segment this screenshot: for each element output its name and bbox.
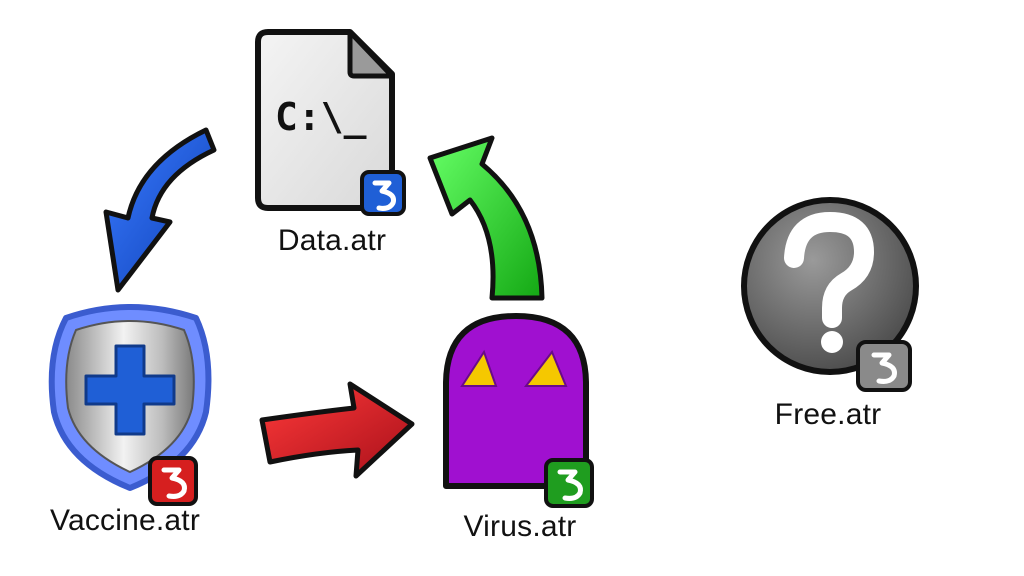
virus-file-label: Virus.atr bbox=[463, 510, 577, 543]
right-eye bbox=[523, 350, 568, 387]
vaccine-file-label: Vaccine.atr bbox=[49, 504, 201, 537]
ghost-icon bbox=[443, 313, 589, 489]
shield-plus-icon bbox=[48, 304, 212, 491]
free-file-label: Free.atr bbox=[774, 398, 882, 431]
document-icon: C:\_ bbox=[255, 29, 395, 211]
data-file-label: Data.atr bbox=[277, 224, 387, 257]
arrow-vaccine-to-virus bbox=[259, 381, 415, 479]
virus-badge-icon bbox=[544, 458, 594, 508]
command-prompt-text: C:\_ bbox=[275, 95, 367, 139]
data-badge-icon bbox=[360, 170, 406, 216]
free-badge-icon bbox=[856, 340, 912, 392]
question-mark-icon bbox=[741, 197, 919, 375]
left-eye bbox=[460, 349, 498, 387]
arrow-data-to-vaccine bbox=[103, 127, 217, 293]
vaccine-badge-icon bbox=[148, 456, 198, 506]
arrow-virus-to-data bbox=[427, 135, 545, 301]
